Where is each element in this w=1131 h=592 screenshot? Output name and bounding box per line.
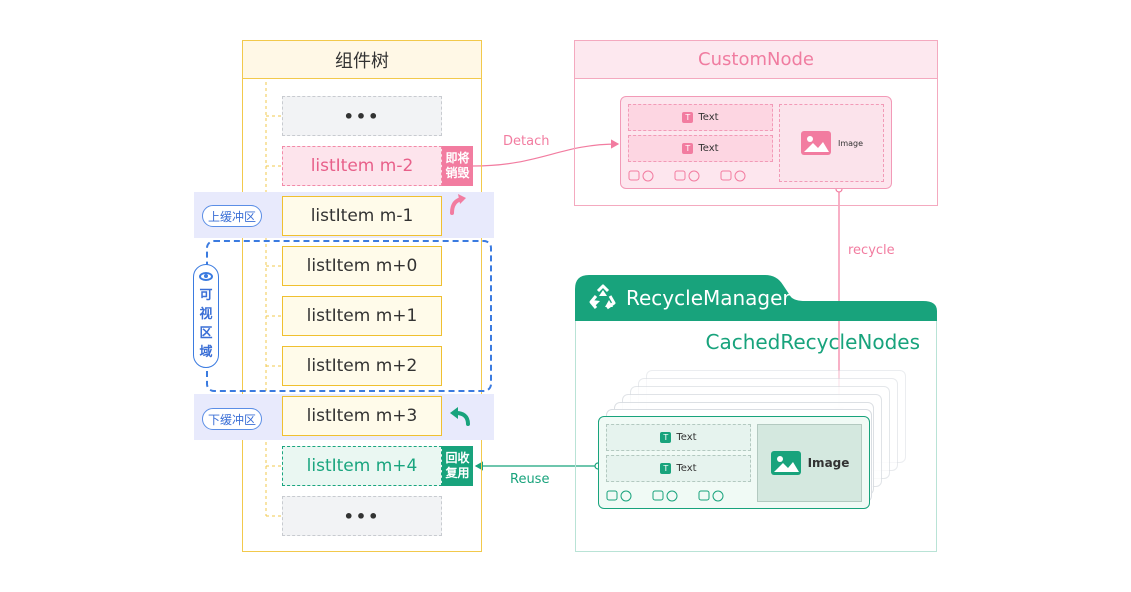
destroy-tag-line1: 即将: [445, 151, 470, 165]
detach-arrow: [472, 139, 620, 167]
image-icon: [770, 451, 801, 475]
text-icon: T: [682, 143, 694, 154]
visible-char-1: 可: [199, 288, 213, 303]
reuse-tag-line1: 回收: [445, 451, 470, 465]
visible-char-4: 域: [199, 345, 213, 360]
custom-node-frame: [574, 40, 938, 206]
custom-node-image-box: Image: [779, 104, 884, 182]
scroll-up-arrow-icon: [450, 194, 466, 215]
eye-icon: [199, 272, 213, 281]
reuse-tag-line2: 复用: [445, 466, 470, 480]
text-icon: T: [660, 432, 672, 443]
list-item-m-plus-0: listItem m+0: [282, 246, 442, 286]
reuse-label: Reuse: [510, 472, 550, 487]
image-icon: [800, 131, 831, 155]
list-item-m-minus-1: listItem m-1: [282, 196, 442, 236]
scroll-back-arrow-icon: [450, 407, 470, 426]
destroy-tag-line2: 销毁: [445, 166, 470, 180]
component-tree-frame: [242, 40, 482, 552]
detach-label: Detach: [503, 134, 550, 149]
recycle-label: recycle: [848, 243, 895, 258]
list-item-m-plus-1: listItem m+1: [282, 296, 442, 336]
visible-char-3: 区: [199, 326, 213, 341]
custom-node-text-label-1: Text: [698, 112, 719, 123]
upper-buffer-label: 上缓冲区: [202, 205, 262, 227]
list-item-ellipsis-top: •••: [282, 96, 442, 136]
recycle-manager-title: RecycleManager: [626, 286, 791, 310]
list-item-m-plus-2: listItem m+2: [282, 346, 442, 386]
component-tree-title: 组件树: [243, 41, 481, 79]
cached-node-image-label: Image: [807, 456, 850, 470]
custom-node-text-label-2: Text: [698, 143, 719, 154]
visible-region-label: 可 视 区 域: [193, 264, 219, 368]
reuse-tag: 回收 复用: [442, 446, 473, 486]
custom-node-mini-icons: [628, 170, 746, 182]
cached-node-text-label-1: Text: [676, 432, 697, 443]
cached-node-text-label-2: Text: [676, 463, 697, 474]
cached-node-text-row-1: T Text: [606, 424, 751, 451]
list-item-m-minus-2: listItem m-2: [282, 146, 442, 186]
visible-char-2: 视: [199, 307, 213, 322]
list-item-ellipsis-bottom: •••: [282, 496, 442, 536]
custom-node-text-row-2: T Text: [628, 135, 773, 162]
custom-node-title: CustomNode: [575, 41, 937, 79]
list-item-m-plus-4: listItem m+4: [282, 446, 442, 486]
text-icon: T: [682, 112, 694, 123]
cached-node-text-row-2: T Text: [606, 455, 751, 482]
cached-node-image-box: Image: [757, 424, 862, 502]
custom-node-image-label: Image: [837, 138, 864, 148]
tree-connectors: [265, 82, 282, 517]
list-item-m-plus-3: listItem m+3: [282, 396, 442, 436]
recycle-manager-header-shape: [575, 275, 937, 321]
custom-node-text-row-1: T Text: [628, 104, 773, 131]
destroy-tag: 即将 销毁: [442, 146, 473, 186]
lower-buffer-label: 下缓冲区: [202, 408, 262, 430]
cached-recycle-nodes-label: CachedRecycleNodes: [705, 330, 920, 354]
text-icon: T: [660, 463, 672, 474]
cached-node-mini-icons: [606, 490, 724, 502]
recycle-icon: [589, 284, 616, 310]
